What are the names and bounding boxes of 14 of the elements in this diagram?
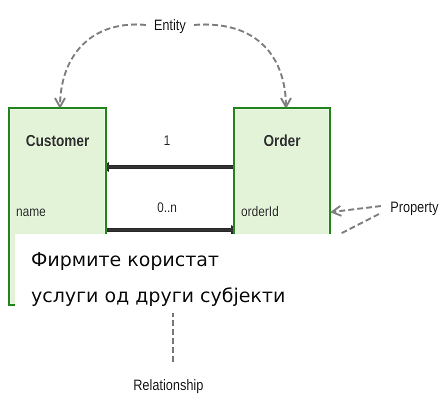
dashed-arrow: [54, 24, 146, 108]
entity-name: Order: [262, 133, 302, 151]
callout-text: Entity: [154, 16, 186, 34]
callout-text: Relationship: [132, 376, 204, 394]
edge-label: 0..n: [155, 199, 179, 215]
attribute-name: orderId: [241, 203, 279, 219]
note-text: услуги од други субјекти: [31, 284, 286, 309]
dashed-arrow: [194, 24, 292, 108]
entity-name: Customer: [24, 133, 90, 151]
callout-text: Property: [390, 198, 438, 216]
dashed-arrow: [331, 204, 382, 217]
note-text: Фирмите користат: [31, 248, 220, 273]
attribute-name: name: [16, 203, 46, 219]
edge-label: 1: [162, 132, 172, 148]
